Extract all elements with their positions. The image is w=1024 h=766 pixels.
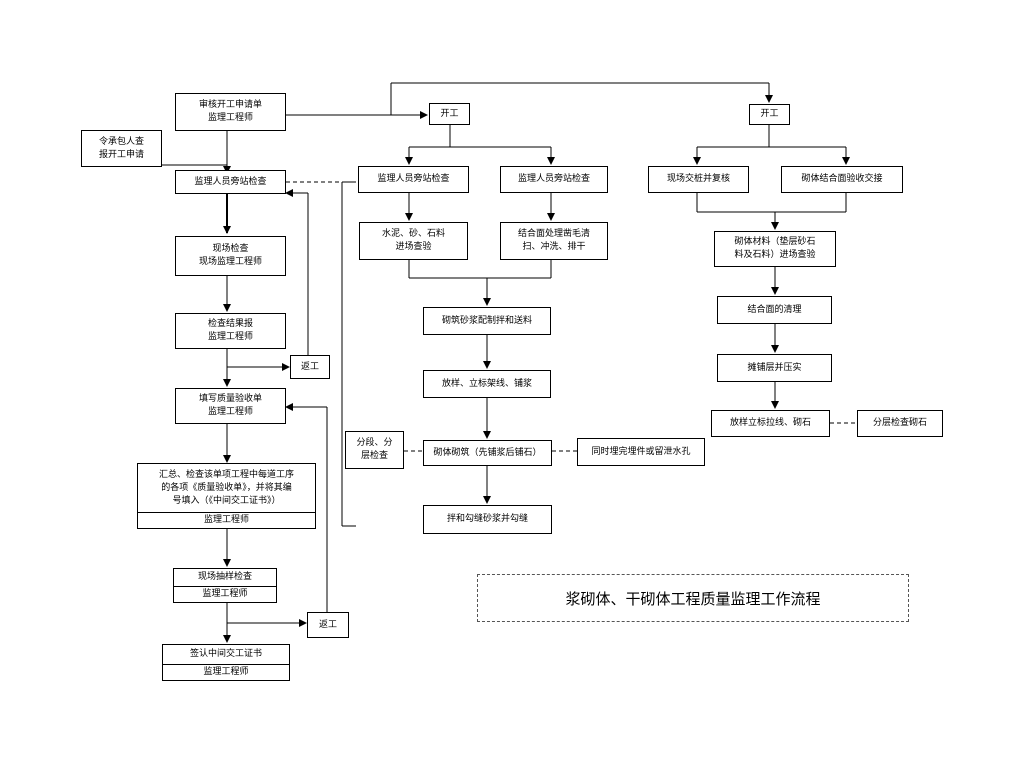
box-text: 填写质量验收单 [198,394,262,404]
sampling-check-box: 现场抽样检查 监理工程师 [173,568,277,603]
box-text: 水泥、砂、石料 进场查验 [381,229,445,252]
box-text: 分段、分 层检查 [356,438,393,461]
rework-box-2: 返工 [307,612,349,638]
box-text: 砌体材料（垫层砂石 料及石料）进场查验 [734,237,816,260]
middle-onsite-b-box: 监理人员旁站检查 [500,166,608,193]
box-role: 监理工程师 [207,407,253,417]
box-text: 返工 [300,361,319,372]
box-text: 结合面处理凿毛清 扫、冲洗、排干 [517,229,590,252]
box-text: 监理人员旁站检查 [377,174,450,184]
box-text: 审核开工申请单 [198,100,262,110]
title-text: 浆砌体、干砌体工程质量监理工作流程 [565,589,821,608]
joint-surface-box: 结合面处理凿毛清 扫、冲洗、排干 [500,222,608,260]
stake-handover-box: 现场交桩并复核 [648,166,749,193]
box-text: 砌体砌筑（先铺浆后铺石） [433,447,542,458]
contractor-apply-box: 令承包人查 报开工申请 [81,130,162,167]
box-text-2: 报开工申请 [98,149,144,160]
middle-onsite-a-box: 监理人员旁站检查 [358,166,469,193]
mortar-mix-box: 砌筑砂浆配制拌和送料 [423,307,551,335]
box-text: 砌体结合面验收交接 [801,174,883,184]
box-text: 放样、立标架线、铺浆 [441,378,532,389]
box-text: 监理人员旁站检查 [194,176,267,187]
joint-cleaning-box: 结合面的清理 [717,296,832,324]
left-onsite-check-box: 监理人员旁站检查 [175,170,286,194]
box-text: 结合面的清理 [747,304,802,315]
result-report-box: 检查结果报 监理工程师 [175,313,286,349]
box-role: 现场监理工程师 [198,257,262,267]
box-text: 放样立标拉线、砌石 [729,418,811,428]
box-text: 分层检查砌石 [872,418,927,428]
box-text: 返工 [318,619,337,630]
box-text: 开工 [440,108,459,119]
box-role: 监理工程师 [207,332,253,342]
certificate-box: 签认中间交工证书 监理工程师 [162,644,290,681]
setout-mortar-box: 放样、立标架线、铺浆 [423,370,551,398]
segment-check-box: 分段、分 层检查 [345,431,404,469]
layer-check-box: 分层检查砌石 [857,410,943,437]
box-text: 汇总、检查该单项工程中每道工序 的各项《质量验收单》，并将其编 号填入（《中间交… [158,469,294,506]
joint-acceptance-box: 砌体结合面验收交接 [781,166,903,193]
box-role: 监理工程师 [138,512,315,528]
setout-stone-box: 放样立标拉线、砌石 [711,410,830,437]
box-text: 签认中间交工证书 [189,649,262,659]
box-text: 现场交桩并复核 [666,174,730,184]
box-text: 摊铺层并压实 [747,362,802,373]
box-text: 监理人员旁站检查 [517,174,590,184]
right-start-box: 开工 [749,104,790,125]
summary-box: 汇总、检查该单项工程中每道工序 的各项《质量验收单》，并将其编 号填入（《中间交… [137,463,316,529]
fill-quality-form-box: 填写质量验收单 监理工程师 [175,388,286,424]
masonry-box: 砌体砌筑（先铺浆后铺石） [423,440,552,466]
box-text: 拌和勾缝砂浆并勾缝 [446,514,528,524]
right-materials-box: 砌体材料（垫层砂石 料及石料）进场查验 [714,231,836,267]
rework-box-1: 返工 [290,355,330,379]
box-role: 监理工程师 [163,664,289,680]
pointing-box: 拌和勾缝砂浆并勾缝 [423,505,552,534]
box-text: 检查结果报 [207,319,253,329]
box-text: 令承包人查 [98,136,144,147]
box-text: 现场抽样检查 [197,572,252,582]
box-role: 监理工程师 [207,113,253,123]
box-text: 砌筑砂浆配制拌和送料 [441,315,532,326]
middle-start-box: 开工 [429,103,470,125]
spread-compact-box: 摊铺层并压实 [717,354,832,382]
box-text: 同时埋完埋件或留泄水孔 [591,446,691,457]
site-check-box: 现场检查 现场监理工程师 [175,236,286,276]
embed-parts-box: 同时埋完埋件或留泄水孔 [577,438,705,466]
diagram-title: 浆砌体、干砌体工程质量监理工作流程 [477,574,909,622]
review-start-application-box: 审核开工申请单 监理工程师 [175,93,286,131]
box-text: 开工 [760,109,779,119]
box-role: 监理工程师 [174,586,276,602]
materials-check-box: 水泥、砂、石料 进场查验 [359,222,468,260]
box-text: 现场检查 [212,244,249,254]
